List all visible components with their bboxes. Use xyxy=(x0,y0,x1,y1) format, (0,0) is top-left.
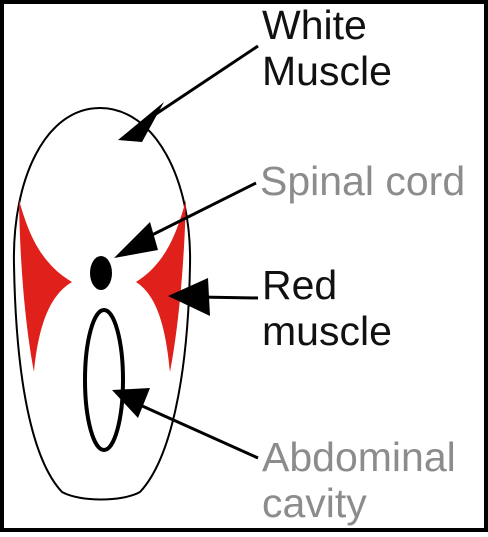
image-border xyxy=(0,0,488,532)
fish-cross-section-diagram: White Muscle Spinal cord Red muscle Abdo… xyxy=(0,0,488,532)
